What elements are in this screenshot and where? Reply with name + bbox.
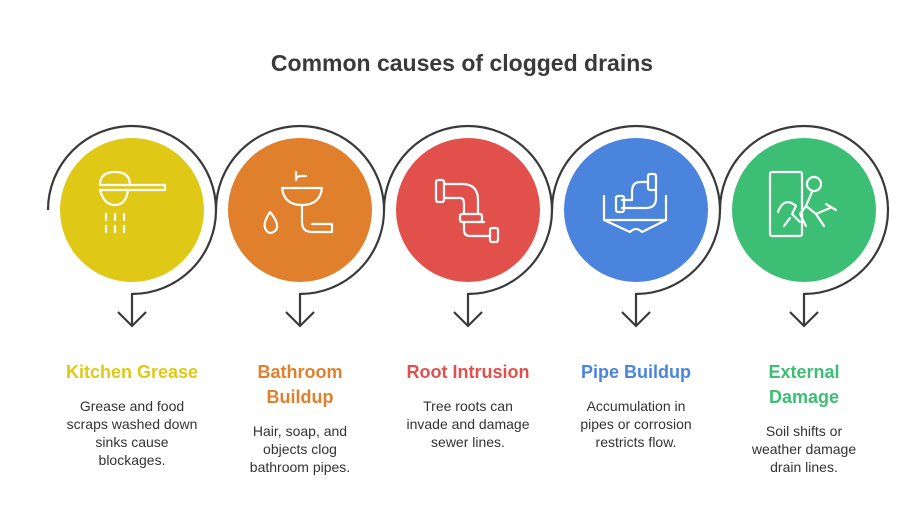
step-4-node: [550, 124, 722, 328]
pipe-icon: [434, 178, 500, 244]
step-2-text: Bathroom Buildup Hair, soap, and objects…: [225, 360, 375, 476]
step-3-arc: [382, 124, 554, 325]
step-5-heading: External Damage: [768, 362, 840, 407]
step-1-arc: [46, 124, 218, 325]
step-3-text: Root Intrusion Tree roots can invade and…: [393, 360, 543, 451]
step-1-text: Kitchen Grease Grease and food scraps wa…: [57, 360, 207, 469]
step-4-heading: Pipe Buildup: [581, 362, 691, 382]
step-2-heading: Bathroom Buildup: [257, 362, 343, 407]
step-4-arc: [550, 124, 722, 325]
step-2-arc: [214, 124, 386, 325]
measuring-cup-pouring-icon: [98, 170, 167, 234]
step-1-description: Grease and food scraps washed down sinks…: [66, 398, 198, 468]
step-4-description: Accumulation in pipes or corrosion restr…: [580, 398, 692, 450]
step-5-arrowhead: [789, 311, 819, 328]
step-3-description: Tree roots can invade and damage sewer l…: [406, 398, 530, 450]
step-5-text: External Damage Soil shifts or weather d…: [729, 360, 879, 476]
step-1-node: [46, 124, 218, 328]
step-2-node: [214, 124, 386, 328]
step-1-arrowhead: [117, 311, 147, 328]
step-3-arrowhead: [453, 311, 483, 328]
step-4-arrowhead: [621, 311, 651, 328]
step-2-circle: [228, 138, 372, 282]
broken-pipe-icon: [768, 170, 838, 238]
step-3-node: [382, 124, 554, 328]
step-3-heading: Root Intrusion: [406, 362, 530, 382]
step-4-circle: [564, 138, 708, 282]
step-2-description: Hair, soap, and objects clog bathroom pi…: [249, 423, 351, 475]
step-4-text: Pipe Buildup Accumulation in pipes or co…: [561, 360, 711, 451]
step-5-description: Soil shifts or weather damage drain line…: [751, 423, 857, 475]
clogged-pipe-icon: [602, 172, 668, 234]
sink-drop-icon: [263, 170, 334, 235]
step-1-circle: [60, 138, 204, 282]
page-title: Common causes of clogged drains: [270, 50, 654, 76]
step-5-node: [718, 124, 890, 328]
step-1-heading: Kitchen Grease: [65, 362, 199, 382]
step-2-arrowhead: [285, 311, 315, 328]
step-5-arc: [718, 124, 890, 325]
step-3-circle: [396, 138, 540, 282]
